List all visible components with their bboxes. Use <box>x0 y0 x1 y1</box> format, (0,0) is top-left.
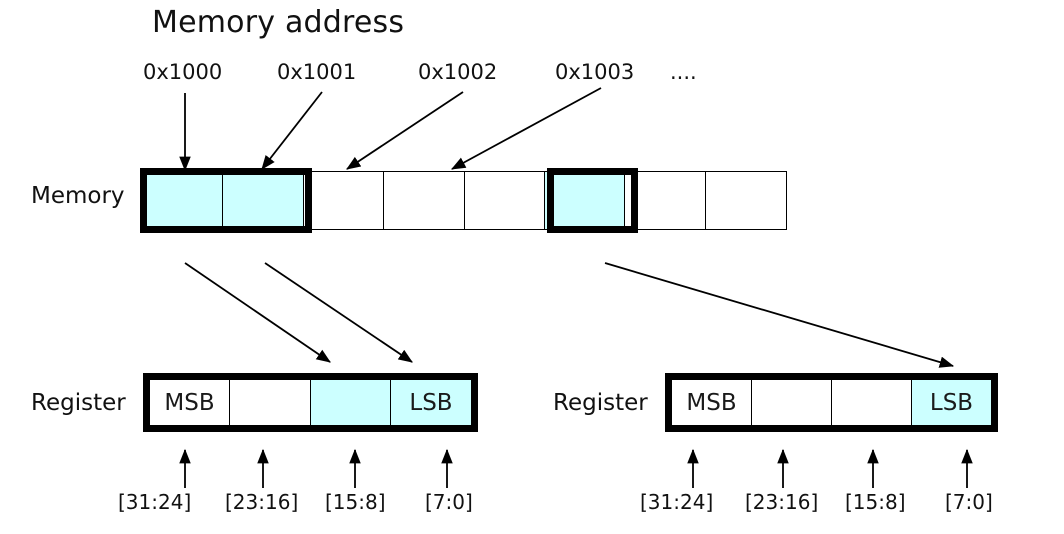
register-right-cell-7-0-text: LSB <box>929 389 974 416</box>
register-left-cell-15-8[interactable] <box>311 380 391 425</box>
register-right-bitlabel-23-16: [23:16] <box>745 490 819 514</box>
address-label-0x1001: 0x1001 <box>277 60 357 84</box>
address-ellipsis: .... <box>670 60 697 84</box>
register-left-cell-23-16[interactable] <box>230 380 311 425</box>
register-right-cell-7-0[interactable]: LSB <box>912 380 991 425</box>
register-left: MSB LSB <box>143 373 478 432</box>
register-left-cell-7-0-text: LSB <box>409 389 453 416</box>
memory-highlight-frame-halfword <box>140 168 312 233</box>
register-right-cell-31-24-text: MSB <box>686 389 737 416</box>
arrow-memcell1-to-register-left-byte3 <box>264 262 413 363</box>
register-right-bitlabel-31-24: [31:24] <box>640 490 714 514</box>
arrow-memcell5-to-register-right-lsb <box>604 262 955 368</box>
memory-cell-6[interactable] <box>624 171 707 230</box>
register-left-bitlabel-31-24: [31:24] <box>118 490 192 514</box>
register-left-bitlabel-23-16: [23:16] <box>225 490 299 514</box>
register-right-cell-23-16[interactable] <box>752 380 832 425</box>
arrow-memcell0-to-register-left-byte2 <box>184 262 331 363</box>
register-left-label: Register <box>31 390 126 416</box>
address-label-0x1000: 0x1000 <box>143 60 223 84</box>
arrow-address-0x1003-to-cell3 <box>451 87 602 170</box>
memory-cell-1[interactable] <box>222 171 305 230</box>
page-title: Memory address <box>152 5 405 40</box>
register-right-bitlabel-7-0: [7:0] <box>945 490 993 514</box>
memory-cell-4[interactable] <box>463 171 546 230</box>
memory-cell-2[interactable] <box>302 171 385 230</box>
register-left-bitlabel-15-8: [15:8] <box>325 490 386 514</box>
memory-cell-7[interactable] <box>704 171 787 230</box>
register-left-bitlabel-7-0: [7:0] <box>425 490 473 514</box>
memory-cell-3[interactable] <box>383 171 466 230</box>
arrow-address-0x1001-to-cell1 <box>261 91 323 170</box>
register-left-cell-31-24-text: MSB <box>164 389 215 416</box>
memory-highlight-frame-byte <box>547 168 638 233</box>
memory-strip <box>143 171 797 230</box>
register-left-cell-31-24[interactable]: MSB <box>150 380 230 425</box>
address-label-0x1002: 0x1002 <box>418 60 498 84</box>
register-left-cell-7-0[interactable]: LSB <box>391 380 471 425</box>
register-right-label: Register <box>553 390 648 416</box>
register-right-cell-15-8[interactable] <box>832 380 912 425</box>
register-right-bitlabel-15-8: [15:8] <box>845 490 906 514</box>
memory-row-label: Memory <box>31 183 125 209</box>
address-label-0x1003: 0x1003 <box>555 60 635 84</box>
register-right: MSB LSB <box>665 373 998 432</box>
register-right-cell-31-24[interactable]: MSB <box>672 380 752 425</box>
arrow-address-0x1002-to-cell2 <box>346 91 464 170</box>
